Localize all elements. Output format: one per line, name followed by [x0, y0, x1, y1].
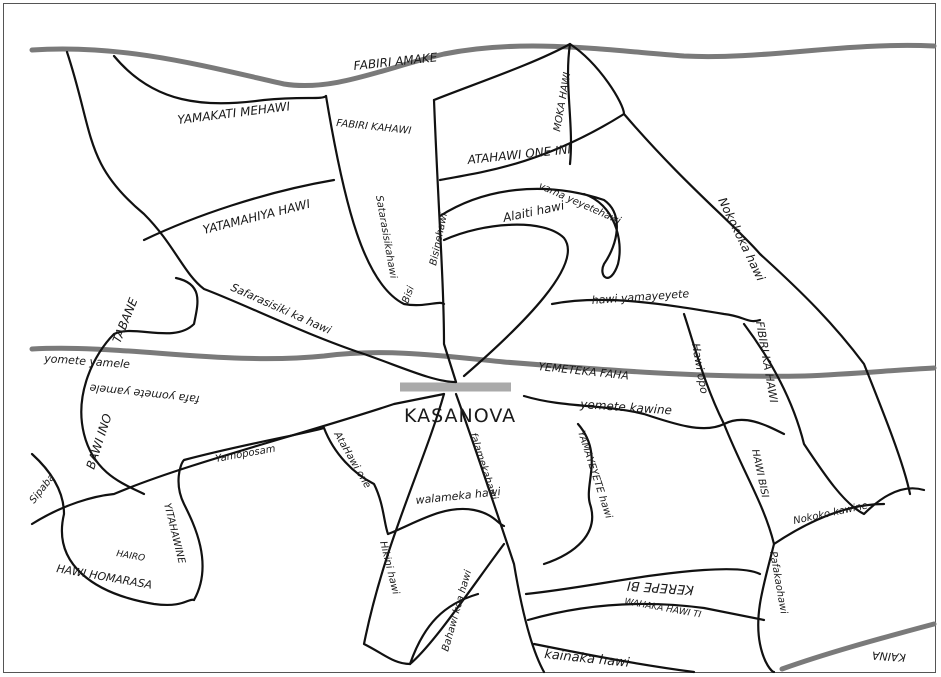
boundary-nokoko-kawine	[772, 502, 886, 546]
boundary-kainaka	[532, 642, 696, 674]
label-bisi: Bisi	[400, 284, 416, 305]
label-hawi-yama-yeyete: hawi yamayeyete	[591, 287, 690, 307]
label-atahawi-one: AtaHawi one	[331, 429, 373, 490]
map-frame: FABIRI AMAKE YAMAKATI MEHAWI FABIRI KAHA…	[3, 3, 937, 674]
boundary-moka	[566, 42, 573, 166]
label-kasanova: KASANOVA	[404, 405, 516, 427]
label-yamayeyete-hawi: YAMAYEYETE hawi	[575, 430, 614, 521]
label-fabiri-kahawi: FABIRI KAHAWI	[336, 118, 412, 137]
label-safarasisiki-kahawi: Safarasisiki ka hawi	[229, 281, 333, 337]
label-tabane: TABANE	[110, 296, 141, 346]
label-fibiri-ka-hawi: FIBIRI KA HAWI	[753, 320, 780, 404]
boundary-central-north	[432, 98, 458, 384]
boundary-north-left	[112, 54, 328, 105]
boundary-east-middle	[682, 312, 776, 674]
boundary-falameka	[454, 392, 546, 674]
boundary-atahawi	[438, 112, 626, 182]
boundary-atahawi-one	[322, 426, 390, 536]
label-yomete-yamele: yomete yamele	[43, 352, 131, 371]
river-fabiri-amake	[29, 42, 937, 89]
boundary-northeast	[432, 42, 912, 496]
label-nokoko-kawine: Nokoko kawine	[792, 500, 869, 527]
label-yitahawine: YITAHAWINE	[161, 502, 187, 565]
label-kerepe-bi: KEREPE BI	[626, 577, 694, 597]
label-hawi-opo: Hawi opo	[689, 342, 711, 395]
label-bawi-ino: BAWI INO	[84, 412, 115, 471]
boundary-sipaba	[30, 452, 196, 606]
label-pafakaohawi: Pafakaohawi	[767, 551, 789, 615]
label-hairo: HAIRO	[115, 549, 145, 564]
boundary-alaiti-loop	[438, 187, 621, 378]
label-fafa-yomete: fafa yomete yamele	[89, 381, 201, 406]
label-satarasisiki-hawi: Satarasisikahawi	[373, 195, 398, 280]
label-wahaka-hawi: WAHAKA HAWI TI	[623, 597, 702, 620]
boundary-southwest	[30, 392, 446, 526]
boundary-yitahawine	[177, 426, 326, 602]
boundary-fibiri	[742, 322, 926, 516]
boundary-west-loop	[80, 276, 199, 496]
label-walameka-hawi: walameka hawi	[415, 485, 501, 507]
label-hawi-homarasa: HAWI HOMARASA	[55, 562, 153, 592]
label-yemeteka-faha: YEMETEKA FAHA	[538, 360, 630, 382]
boundary-yemete-kawine	[522, 394, 786, 436]
label-kainaka-hawi: kainaka hawi	[544, 647, 631, 671]
river-kaina	[779, 621, 937, 672]
boundary-walameka	[386, 507, 506, 536]
label-sipaba: Sipaba	[28, 472, 58, 506]
hand-drawn-map: FABIRI AMAKE YAMAKATI MEHAWI FABIRI KAHA…	[28, 42, 937, 674]
boundary-hikini	[362, 392, 506, 666]
label-yemete-kawine: yemete kawine	[579, 397, 673, 417]
label-yatamahiya-hawi: YATAMAHIYA HAWI	[201, 197, 312, 237]
boundary-fabiri-west	[324, 94, 446, 307]
label-yamoposam: Yamoposam	[215, 444, 277, 465]
boundary-bahawi	[408, 592, 480, 666]
river-yemeteka-faha	[29, 345, 937, 379]
boundary-kerepe	[524, 568, 766, 622]
label-hawi-bisi: HAWI BISI	[749, 448, 770, 499]
label-alaiti-hawi: Alaiti hawi	[501, 198, 566, 225]
boundary-yatamahiya	[142, 178, 336, 242]
label-kaina: KAINA	[872, 649, 907, 664]
label-hikini-hawi: Hikini hawi	[377, 540, 401, 596]
boundary-yamayeyete	[542, 422, 594, 566]
boundary-north-west	[65, 50, 458, 384]
boundary-hawi-yama	[550, 298, 762, 323]
label-nokoko-ka-hawi: Nokokoka hawi	[715, 195, 768, 284]
